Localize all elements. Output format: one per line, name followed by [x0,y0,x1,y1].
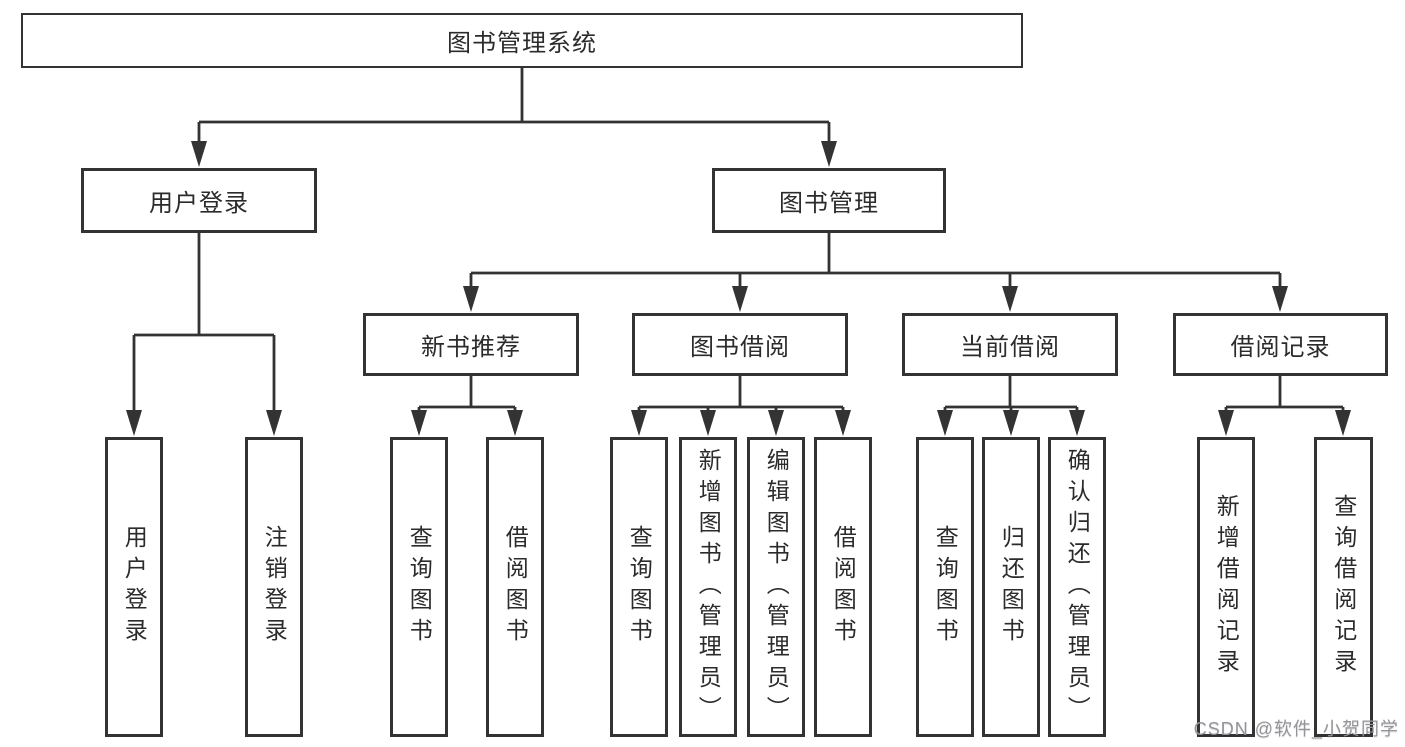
leaf-label: 注销登录 [261,525,288,649]
leaf-label: 编辑图书（管理员） [763,447,790,727]
node-borrow-record: 借阅记录 [1173,313,1388,376]
connector-arrowheads [126,141,1351,436]
leaf-label: 查询图书 [406,525,433,649]
leaf-label: 用户登录 [121,525,148,649]
leaf-query-books-2: 查询图书 [610,437,668,737]
node-user-login: 用户登录 [81,168,317,233]
leaf-user-login: 用户登录 [105,437,163,737]
leaf-edit-books-admin: 编辑图书（管理员） [747,437,805,737]
leaf-confirm-return-admin: 确认归还（管理员） [1048,437,1106,737]
leaf-logout: 注销登录 [245,437,303,737]
leaf-label: 查询图书 [932,525,959,649]
node-label: 图书管理 [779,190,879,217]
node-library-management-system: 图书管理系统 [21,13,1023,68]
node-current-borrow: 当前借阅 [902,313,1118,376]
csdn-watermark: CSDN @软件_小贺同学 [1193,719,1399,739]
node-book-borrow: 图书借阅 [632,313,848,376]
leaf-return-books: 归还图书 [982,437,1040,737]
leaf-label: 借阅图书 [830,525,857,649]
node-label: 新书推荐 [421,334,521,361]
node-label: 借阅记录 [1230,334,1331,361]
leaf-label: 归还图书 [998,525,1025,649]
leaf-add-borrow-record: 新增借阅记录 [1197,437,1255,737]
node-label: 图书管理系统 [447,30,597,57]
leaf-label: 查询图书 [626,525,653,649]
node-new-book-recommend: 新书推荐 [363,313,579,376]
leaf-query-books-3: 查询图书 [916,437,974,737]
node-label: 用户登录 [149,190,249,217]
connector-strokes [132,68,1345,416]
leaf-label: 新增借阅记录 [1213,494,1240,680]
leaf-borrow-books-1: 借阅图书 [486,437,544,737]
node-label: 图书借阅 [690,334,790,361]
leaf-query-books-1: 查询图书 [390,437,448,737]
node-label: 当前借阅 [960,334,1060,361]
leaf-label: 新增图书（管理员） [695,447,722,727]
leaf-label: 借阅图书 [502,525,529,649]
leaf-label: 查询借阅记录 [1330,494,1357,680]
node-book-management: 图书管理 [712,168,946,233]
leaf-add-books-admin: 新增图书（管理员） [679,437,737,737]
leaf-label: 确认归还（管理员） [1064,447,1091,727]
leaf-borrow-books-2: 借阅图书 [814,437,872,737]
leaf-query-borrow-record: 查询借阅记录 [1314,437,1373,737]
